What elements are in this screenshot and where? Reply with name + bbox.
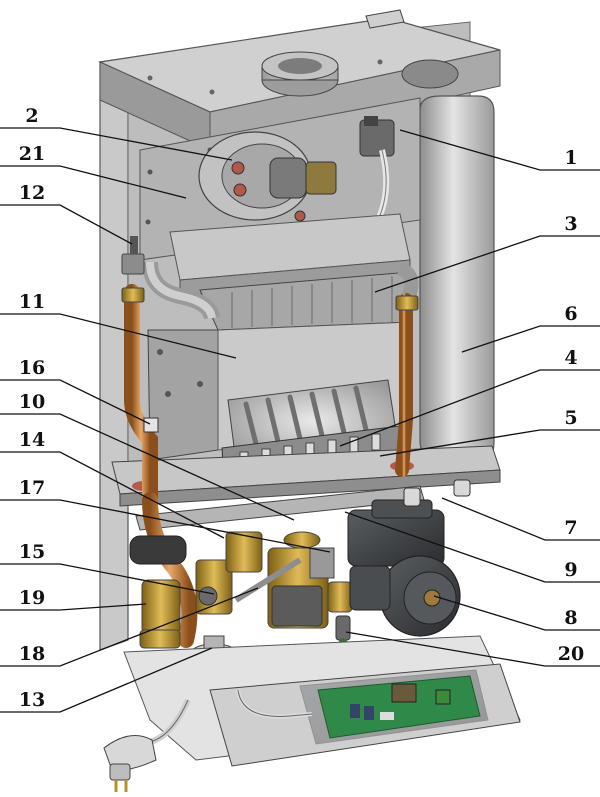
circulation-pump — [347, 479, 471, 637]
callout-3: 3 — [564, 213, 577, 235]
leader-4 — [339, 369, 600, 447]
air-pressure-switch — [359, 116, 395, 222]
leader-16 — [0, 379, 151, 425]
callout-1: 1 — [564, 147, 577, 169]
callout-13: 13 — [19, 689, 45, 711]
callout-8: 8 — [564, 607, 577, 629]
leader-18 — [0, 587, 259, 667]
callout-2: 2 — [25, 105, 38, 127]
callout-18: 18 — [19, 643, 45, 665]
heat-exchanger — [142, 261, 419, 331]
leader-lines — [0, 127, 600, 713]
leader-21 — [0, 165, 187, 199]
callout-21: 21 — [19, 143, 45, 165]
leader-15 — [0, 563, 215, 595]
callout-10: 10 — [19, 391, 45, 413]
callout-6: 6 — [564, 303, 577, 325]
fan-assembly — [198, 131, 337, 222]
leader-10 — [0, 413, 295, 521]
callout-labels: 1 3 6 4 5 7 9 8 20 2 21 12 11 16 10 14 1… — [19, 105, 584, 711]
leader-1 — [399, 129, 600, 171]
callout-5: 5 — [564, 407, 577, 429]
leader-14 — [0, 451, 225, 539]
temperature-sensor — [143, 417, 159, 433]
expansion-tank — [419, 95, 495, 465]
power-plug — [103, 698, 191, 792]
callout-4: 4 — [564, 347, 577, 369]
callout-17: 17 — [19, 477, 45, 499]
leader-6 — [461, 325, 600, 353]
leader-17 — [0, 499, 331, 553]
leader-9 — [344, 511, 600, 583]
leader-11 — [0, 313, 237, 359]
leader-3 — [374, 235, 600, 293]
callout-9: 9 — [564, 559, 577, 581]
leader-20 — [345, 631, 600, 667]
leader-8 — [433, 595, 600, 631]
callout-7: 7 — [564, 517, 577, 539]
leader-13 — [0, 647, 213, 713]
electronics-tray — [123, 635, 521, 767]
callout-11: 11 — [19, 291, 45, 313]
callout-12: 12 — [19, 182, 45, 204]
leader-5 — [379, 429, 600, 457]
callout-16: 16 — [19, 357, 45, 379]
hydraulic-group — [129, 531, 353, 661]
callout-19: 19 — [19, 587, 45, 609]
leader-7 — [441, 497, 600, 541]
leader-12 — [0, 204, 133, 245]
callout-15: 15 — [19, 541, 45, 563]
leader-2 — [0, 127, 233, 161]
callout-20: 20 — [558, 643, 584, 665]
leader-19 — [0, 603, 147, 611]
callout-14: 14 — [19, 429, 45, 451]
